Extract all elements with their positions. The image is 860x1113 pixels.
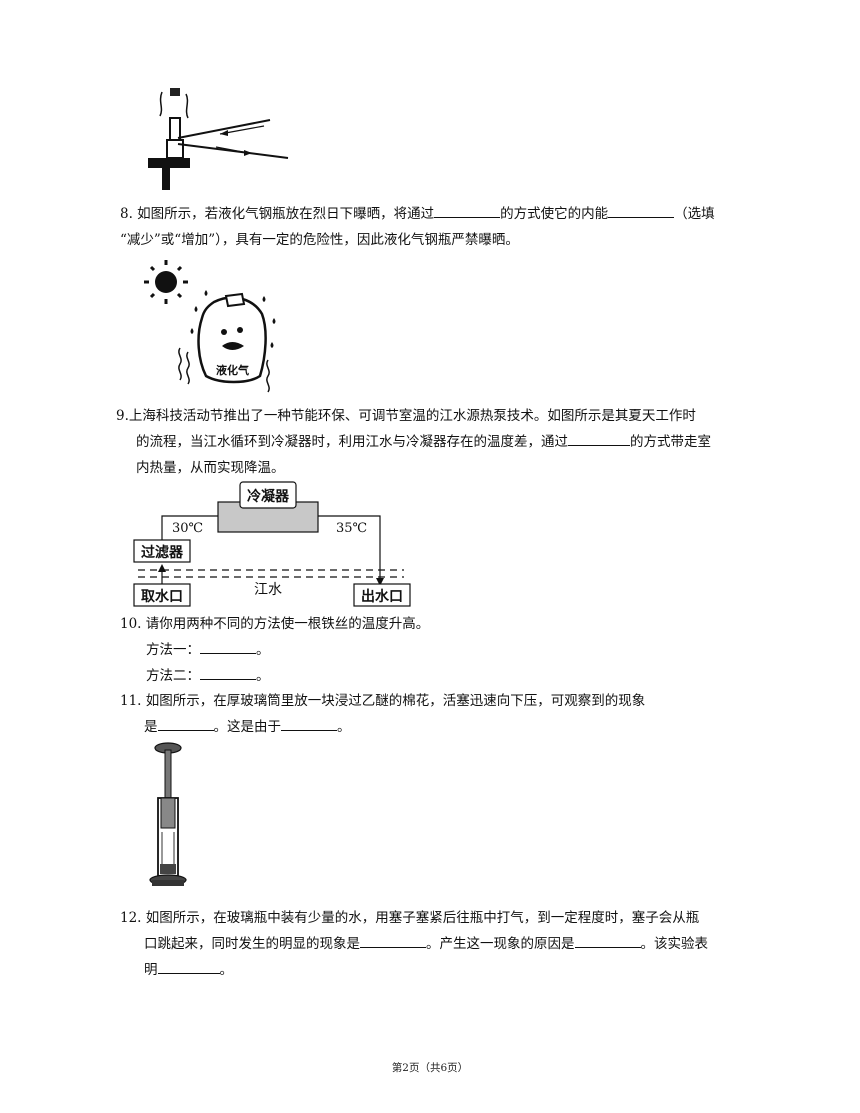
q10-methods: 方法一：。 方法二：。 bbox=[146, 637, 270, 689]
gas-tank-sun-figure: 液化气 bbox=[144, 260, 276, 393]
method-2-label: 方法二： bbox=[146, 668, 200, 684]
intake-label: 取水口 bbox=[141, 588, 183, 605]
q11-text-line1: 11. 如图所示，在厚玻璃筒里放一块浸过乙醚的棉花，活塞迅速向下压，可观察到的现… bbox=[120, 693, 646, 709]
condenser-label: 冷凝器 bbox=[247, 488, 290, 505]
q11-blank-2[interactable] bbox=[281, 714, 337, 731]
q8-text-3: （选填 bbox=[674, 206, 715, 222]
q10-text: 10. 请你用两种不同的方法使一根铁丝的温度升高。 bbox=[120, 616, 430, 632]
q9-text-line2: 的流程，当江水循环到冷凝器时，利用江水与冷凝器存在的温度差，通过 bbox=[136, 434, 568, 450]
q8-blank-1[interactable] bbox=[434, 201, 501, 218]
question-12-cont: 口跳起来，同时发生的明显的现象是。产生这一现象的原因是。该实验表 明。 bbox=[144, 931, 708, 983]
q8-text-2: 的方式使它的内能 bbox=[500, 206, 609, 222]
q12-blank-2[interactable] bbox=[574, 931, 641, 948]
q8-text: 8. 如图所示，若液化气钢瓶放在烈日下曝晒，将通过 bbox=[120, 206, 435, 222]
page-footer: 第2页（共6页） bbox=[391, 1062, 469, 1074]
temp-out-label: 35℃ bbox=[336, 521, 367, 536]
q12-text-line1: 12. 如图所示，在玻璃瓶中装有少量的水，用塞子塞紧后往瓶中打气，到一定程度时，… bbox=[120, 910, 700, 926]
q9-text-line1: 9.上海科技活动节推出了一种节能环保、可调节室温的江水源热泵技术。如图所示是其夏… bbox=[116, 408, 696, 424]
method-2-blank[interactable] bbox=[200, 663, 256, 680]
river-label: 江水 bbox=[254, 582, 282, 598]
q12-blank-3[interactable] bbox=[157, 957, 220, 974]
glass-cylinder-piston-figure bbox=[149, 742, 187, 886]
q9-text-line2b: 的方式带走室 bbox=[630, 434, 711, 450]
method-1-blank[interactable] bbox=[200, 637, 256, 654]
q12-blank-1[interactable] bbox=[360, 931, 426, 948]
question-10: 10. 请你用两种不同的方法使一根铁丝的温度升高。 bbox=[120, 611, 760, 637]
q8-blank-2[interactable] bbox=[608, 201, 675, 218]
tank-label: 液化气 bbox=[216, 363, 249, 377]
q11-blank-1[interactable] bbox=[157, 714, 214, 731]
outlet-label: 出水口 bbox=[361, 588, 403, 605]
question-12: 12. 如图所示，在玻璃瓶中装有少量的水，用塞子塞紧后往瓶中打气，到一定程度时，… bbox=[120, 905, 760, 931]
q9-blank[interactable] bbox=[568, 429, 630, 446]
question-11: 11. 如图所示，在厚玻璃筒里放一块浸过乙醚的棉花，活塞迅速向下压，可观察到的现… bbox=[120, 688, 760, 714]
question-11-cont: 是。这是由于。 bbox=[144, 714, 351, 740]
filter-label: 过滤器 bbox=[141, 544, 184, 561]
question-9: 9.上海科技活动节推出了一种节能环保、可调节室温的江水源热泵技术。如图所示是其夏… bbox=[116, 403, 766, 429]
question-9-cont: 的流程，当江水循环到冷凝器时，利用江水与冷凝器存在的温度差，通过 的方式带走室 内… bbox=[136, 429, 711, 481]
heat-pump-flow-diagram: 冷凝器 30℃ 35℃ 过滤器 江水 取水口 出水口 bbox=[133, 481, 411, 607]
wire-friction-figure bbox=[148, 88, 289, 190]
q9-text-line3: 内热量，从而实现降温。 bbox=[136, 460, 285, 476]
method-1-label: 方法一： bbox=[146, 642, 200, 658]
temp-in-label: 30℃ bbox=[172, 521, 203, 536]
q8-text-line2: “减少”或“增加”），具有一定的危险性，因此液化气钢瓶严禁曝晒。 bbox=[120, 232, 519, 248]
question-8: 8. 如图所示，若液化气钢瓶放在烈日下曝晒，将通过 的方式使它的内能 （选填 “减少… bbox=[120, 201, 760, 253]
